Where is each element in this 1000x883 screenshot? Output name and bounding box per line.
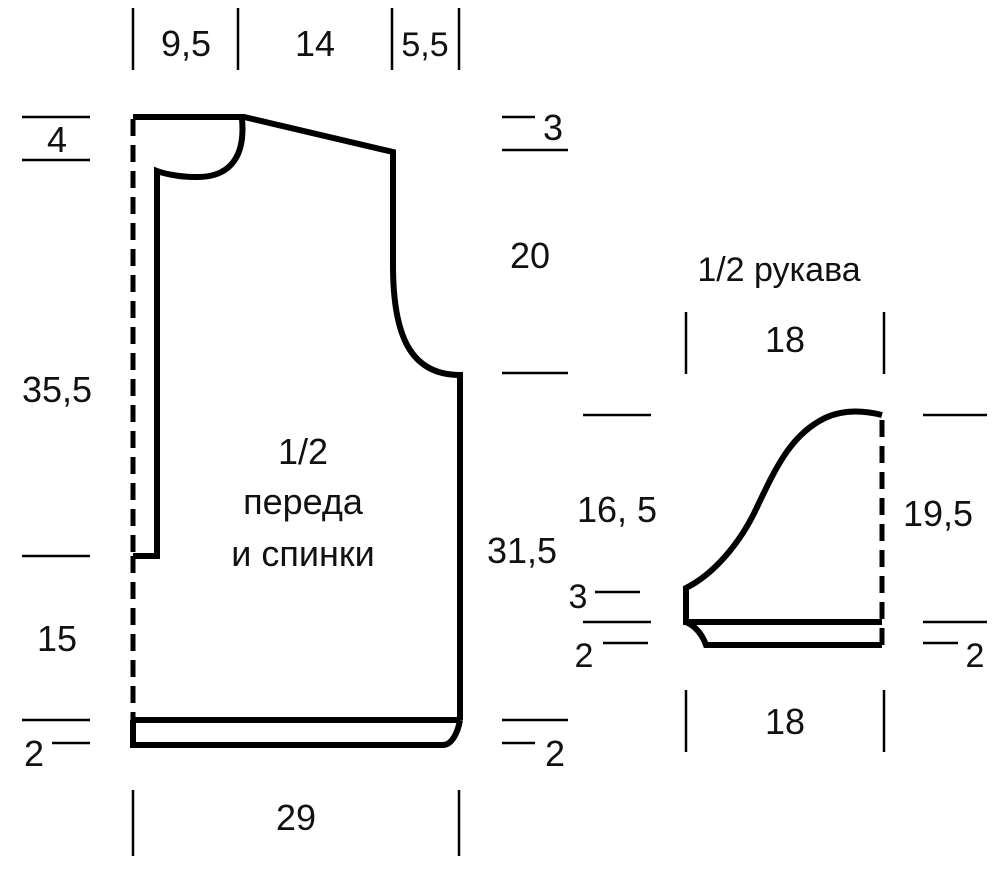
sleeve-bottom-width-label: 18 (765, 701, 805, 742)
bottom-width-label: 29 (276, 797, 316, 838)
sleeve-piece: 1/2 рукава 18 16, 5 3 2 19,5 2 18 (569, 251, 987, 752)
body-title-line-2: переда (243, 481, 364, 522)
right-band-label: 2 (545, 733, 565, 774)
side-height-label: 35,5 (22, 369, 92, 410)
body-title-line-3: и спинки (231, 533, 374, 574)
body-title-line-1: 1/2 (278, 431, 328, 472)
body-bottom-band (130, 717, 463, 748)
sleeve-right-height-label: 19,5 (903, 493, 973, 534)
neck-depth-label: 4 (47, 119, 67, 160)
sleeve-title: 1/2 рукава (697, 251, 860, 289)
sleeve-left-band-label: 2 (575, 637, 594, 675)
sleeve-cap-height-label: 16, 5 (577, 489, 657, 530)
sleeve-right-band-label: 2 (966, 637, 985, 675)
neck-width-label: 9,5 (161, 23, 211, 64)
body-outline (133, 114, 463, 720)
armhole-width-label: 5,5 (401, 26, 448, 64)
body-piece: 9,5 14 5,5 4 35,5 15 2 3 20 31,5 2 (22, 8, 568, 856)
sleeve-cuff-band (684, 619, 882, 648)
body-front-edge (133, 118, 246, 559)
shoulder-slope-label: 3 (543, 107, 563, 148)
sleeve-left-side-label: 3 (569, 578, 588, 616)
shoulder-width-label: 14 (295, 23, 335, 64)
armhole-depth-label: 20 (510, 235, 550, 276)
slit-label: 15 (37, 618, 77, 659)
sleeve-cap-outline (683, 408, 883, 625)
sleeve-top-width-label: 18 (765, 319, 805, 360)
right-side-label: 31,5 (487, 530, 557, 571)
left-band-label: 2 (24, 733, 44, 774)
